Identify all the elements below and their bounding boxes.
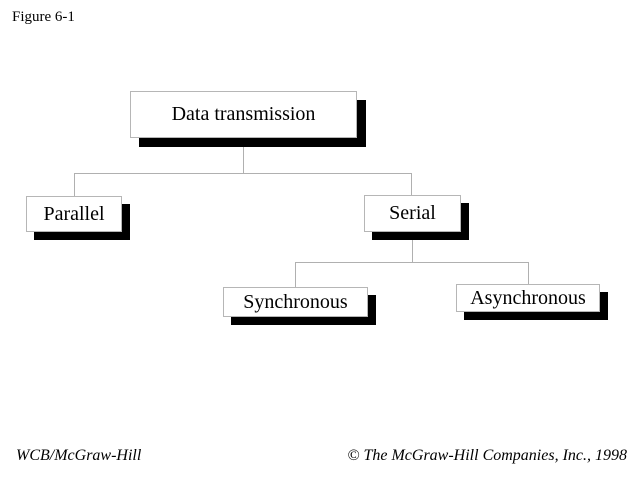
node-data-transmission: Data transmission bbox=[130, 91, 357, 138]
connector-serial-out-drop bbox=[412, 232, 413, 262]
node-serial: Serial bbox=[364, 195, 461, 232]
node-asynchronous: Asynchronous bbox=[456, 284, 600, 312]
connector-asynchronous-drop bbox=[528, 262, 529, 284]
connector-level1-rail bbox=[74, 173, 412, 174]
footer-copyright-notice: © The McGraw-Hill Companies, Inc., 1998 bbox=[347, 447, 627, 464]
connector-parallel-drop bbox=[74, 173, 75, 196]
connector-synchronous-drop bbox=[295, 262, 296, 287]
footer-publisher-credit: WCB/McGraw-Hill bbox=[16, 447, 142, 464]
figure-label: Figure 6-1 bbox=[12, 9, 75, 25]
node-asynchronous-label: Asynchronous bbox=[470, 286, 586, 309]
node-synchronous-label: Synchronous bbox=[243, 290, 348, 313]
connector-serial-drop bbox=[411, 173, 412, 195]
footer: WCB/McGraw-Hill © The McGraw-Hill Compan… bbox=[16, 447, 627, 465]
node-data-transmission-label: Data transmission bbox=[171, 103, 316, 125]
connector-root-drop bbox=[243, 138, 244, 173]
node-serial-label: Serial bbox=[389, 202, 436, 224]
node-synchronous: Synchronous bbox=[223, 287, 368, 317]
connector-level2-rail bbox=[295, 262, 528, 263]
node-parallel: Parallel bbox=[26, 196, 122, 232]
node-parallel-label: Parallel bbox=[43, 202, 105, 225]
